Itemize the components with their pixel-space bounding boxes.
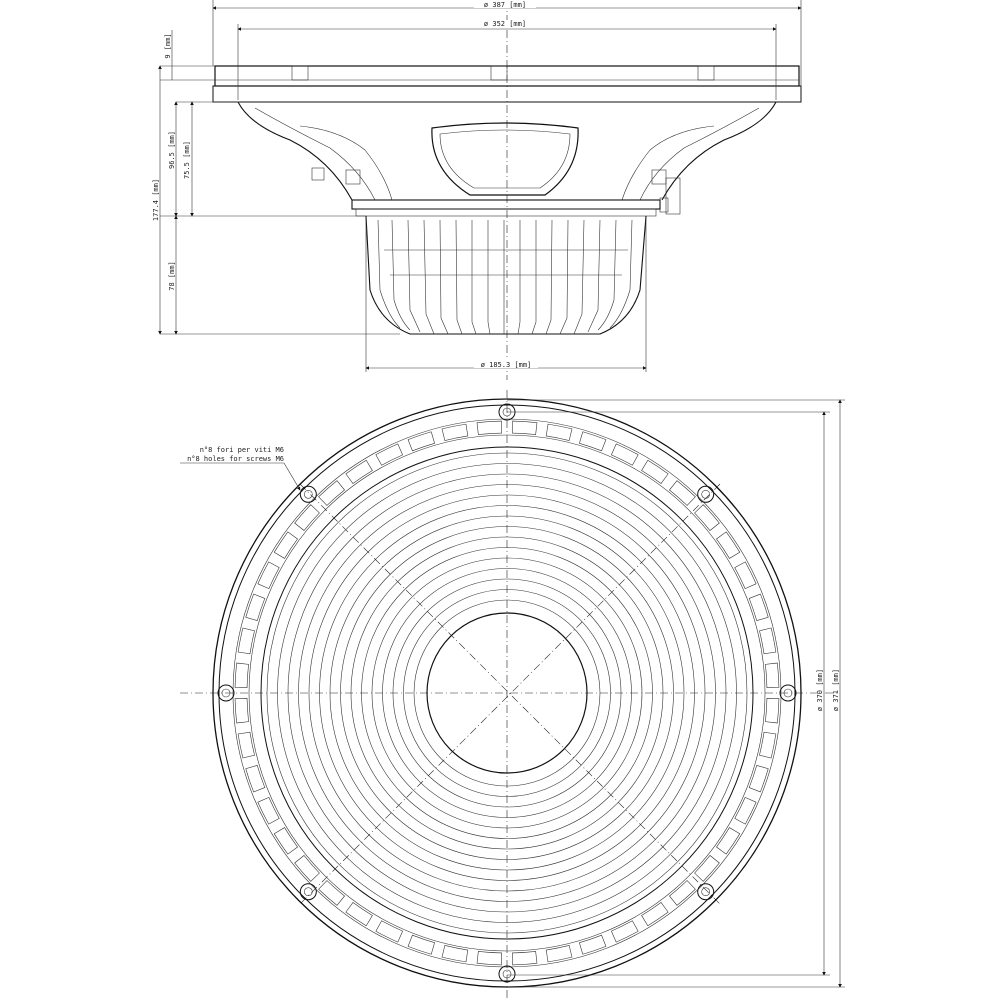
cone-ring xyxy=(371,557,643,829)
frame-slot xyxy=(748,593,769,621)
mounting-holes xyxy=(217,403,797,983)
cone-ring xyxy=(319,505,695,881)
frame-slot xyxy=(273,531,298,559)
frame-slot xyxy=(759,731,777,759)
dim-total-depth: 177.4 [mm] xyxy=(152,179,160,221)
frame-slot xyxy=(512,951,538,966)
frame-slot xyxy=(375,920,404,943)
frame-slot xyxy=(273,827,298,855)
frame-slot xyxy=(579,934,607,955)
dim-inner-depth: 75.5 [mm] xyxy=(183,141,191,179)
holes-note-en: n°8 holes for screws M6 xyxy=(187,455,284,463)
frame-slot xyxy=(318,880,345,906)
mounting-hole xyxy=(299,485,317,503)
mounting-hole xyxy=(498,965,516,983)
frame-slot xyxy=(694,855,720,882)
cone-ring xyxy=(266,452,748,934)
frame-slot xyxy=(545,423,573,441)
frame-slot xyxy=(234,662,249,688)
frame-slot xyxy=(669,880,696,906)
frame-slot xyxy=(407,431,435,452)
frame-slot xyxy=(318,480,345,506)
cone-ring xyxy=(361,547,653,839)
frame-slot xyxy=(641,459,669,484)
mounting-hole xyxy=(697,485,715,503)
dust-cap xyxy=(426,612,588,774)
frame-slot xyxy=(716,827,741,855)
frame-slot xyxy=(245,765,266,793)
dim-flange: 9 [mm] xyxy=(164,33,172,58)
frame-slot xyxy=(294,504,320,531)
frame-slot xyxy=(734,796,757,825)
side-view: ø 387 [mm] ø 352 [mm] ø 185.3 [mm] 9 [mm… xyxy=(152,0,802,380)
mounting-hole xyxy=(299,883,317,901)
frame-slot xyxy=(545,945,573,963)
dim-outer-diameter: ø 387 [mm] xyxy=(484,1,526,9)
frame-slot xyxy=(257,561,280,590)
dim-magnet-diameter: ø 185.3 [mm] xyxy=(481,361,532,369)
frame-slot xyxy=(669,480,696,506)
cone-ring xyxy=(329,515,685,871)
cone-ring xyxy=(340,526,674,860)
frame-slot xyxy=(237,627,255,655)
frame-slot xyxy=(641,902,669,927)
dim-mounting-diameter: ø 352 [mm] xyxy=(484,20,526,28)
dim-frame-depth: 96.5 [mm] xyxy=(168,131,176,169)
mounting-hole xyxy=(697,883,715,901)
cone-ring xyxy=(382,568,632,818)
frame-slot xyxy=(441,945,469,963)
frame-slots xyxy=(234,420,780,966)
cone-ring xyxy=(308,494,706,892)
frame-slot xyxy=(610,443,639,466)
cone-ring xyxy=(287,473,727,913)
frame-slot xyxy=(734,561,757,590)
cone-ring xyxy=(413,599,601,787)
frame-slot xyxy=(610,920,639,943)
cooling-fins xyxy=(377,219,633,335)
frame-slot xyxy=(748,765,769,793)
front-view: ø 370 [mm] ø 371 [mm] n°8 fori per viti … xyxy=(180,390,845,1000)
cone-rings xyxy=(266,452,748,934)
frame-slot xyxy=(579,431,607,452)
dim-baffle-cutout: ø 370 [mm] xyxy=(816,669,824,711)
cone-ring xyxy=(392,578,622,808)
frame-slot xyxy=(512,420,538,435)
frame-slot xyxy=(375,443,404,466)
frame-slot xyxy=(245,593,266,621)
frame-slot xyxy=(294,855,320,882)
frame-slot xyxy=(345,459,373,484)
dim-magnet-depth: 78 [mm] xyxy=(168,261,176,291)
mounting-hole xyxy=(779,684,797,702)
frame-slot xyxy=(476,951,502,966)
frame-slot xyxy=(407,934,435,955)
frame-slot xyxy=(345,902,373,927)
frame-slot xyxy=(759,627,777,655)
cone-ring xyxy=(277,463,737,923)
frame-slot xyxy=(476,420,502,435)
cone-ring xyxy=(298,484,716,902)
holes-note-it: n°8 fori per viti M6 xyxy=(200,446,284,454)
frame-slot xyxy=(716,531,741,559)
frame-slot xyxy=(765,662,780,688)
frame-slot xyxy=(257,796,280,825)
cone-ring xyxy=(350,536,664,850)
dim-outer-right: ø 371 [mm] xyxy=(832,669,840,711)
frame-slot xyxy=(765,698,780,724)
cone-ring xyxy=(403,589,611,797)
frame-slot xyxy=(237,731,255,759)
frame-slot xyxy=(694,504,720,531)
frame-slot xyxy=(234,698,249,724)
frame-slot xyxy=(441,423,469,441)
mounting-hole xyxy=(217,684,235,702)
